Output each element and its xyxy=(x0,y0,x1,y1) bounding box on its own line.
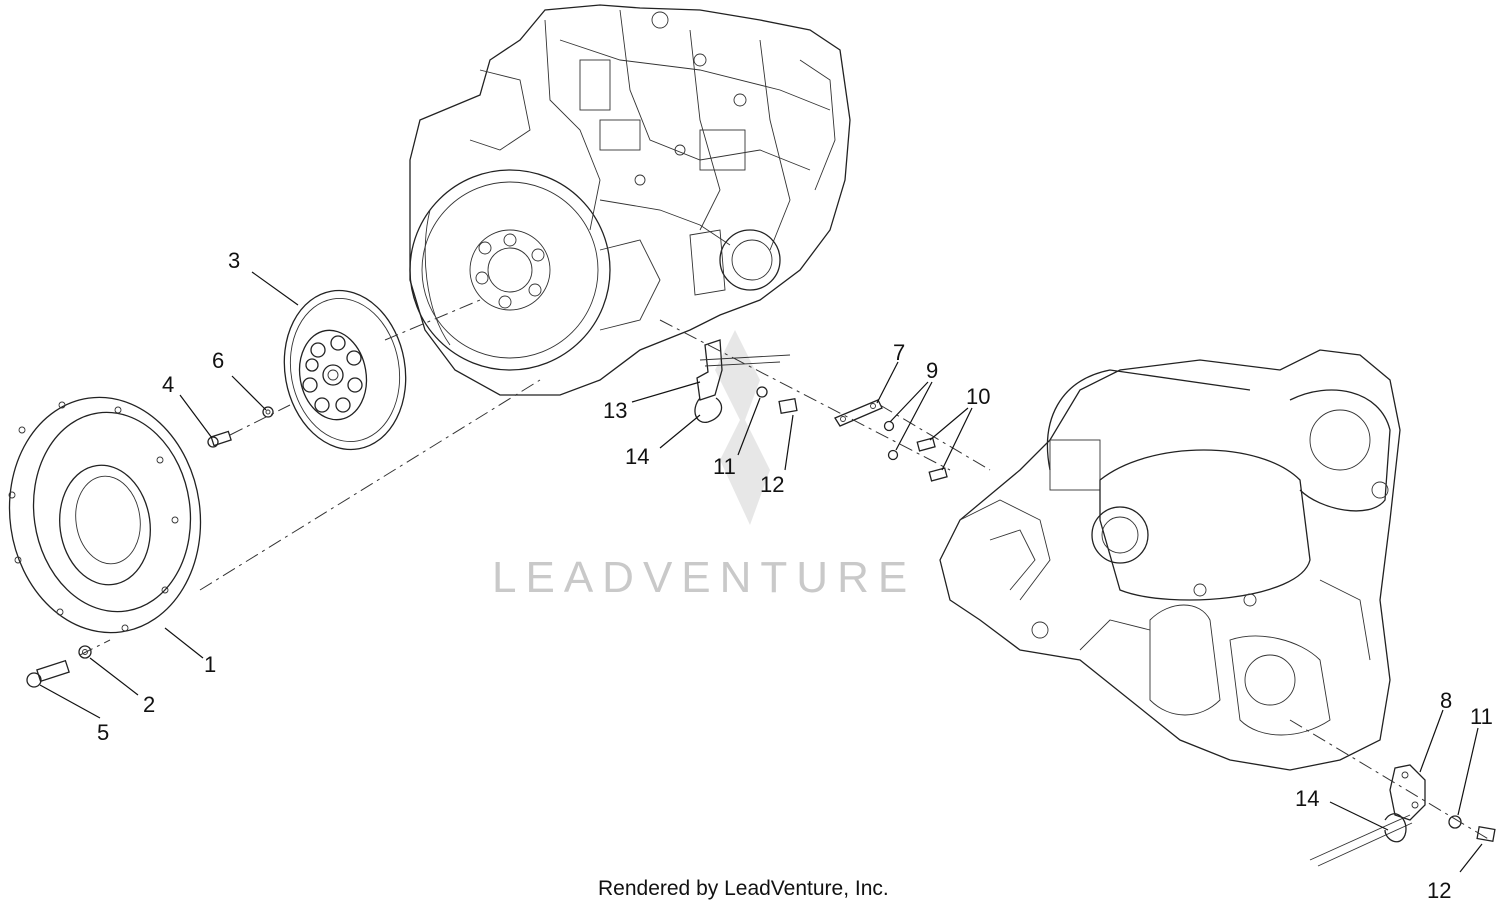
part-1-adapter-plate xyxy=(8,396,202,634)
callout-11-lower: 11 xyxy=(1470,704,1493,729)
callout-8-lower: 8 xyxy=(1440,688,1452,713)
callout-13: 13 xyxy=(603,398,627,423)
part-9-washers xyxy=(883,420,899,461)
engine-upper xyxy=(409,4,851,396)
callout-9: 9 xyxy=(926,358,938,383)
part-13-bracket xyxy=(696,339,791,401)
callout-14: 14 xyxy=(625,444,649,469)
rendered-by-credit: Rendered by LeadVenture, Inc. xyxy=(598,877,889,900)
assembly-centerlines xyxy=(79,299,1491,841)
engine-lower xyxy=(939,349,1401,771)
callout-14-lower: 14 xyxy=(1295,786,1319,811)
callout-6: 6 xyxy=(212,348,224,373)
callout-12: 12 xyxy=(760,472,784,497)
part-3-drive-disc xyxy=(283,289,407,451)
part-11-washer xyxy=(756,386,768,398)
callout-4: 4 xyxy=(162,372,174,397)
callout-3: 3 xyxy=(228,248,240,273)
callout-2: 2 xyxy=(143,692,155,717)
part-14-clip-lower xyxy=(1309,813,1413,867)
watermark-text: LEADVENTURE xyxy=(492,553,916,602)
callout-5: 5 xyxy=(97,720,109,745)
part-14-clip xyxy=(694,397,723,423)
leader-lines xyxy=(39,271,1483,873)
part-8-bracket xyxy=(1389,764,1426,821)
leadventure-watermark-logo xyxy=(715,330,770,525)
part-7-strap xyxy=(834,399,883,427)
callout-12-lower: 12 xyxy=(1427,878,1451,903)
part-4-bolt xyxy=(207,430,232,448)
callout-7: 7 xyxy=(893,340,905,365)
callout-11: 11 xyxy=(713,454,736,479)
part-5-bolt xyxy=(26,659,70,688)
part-12-bolt xyxy=(778,397,798,415)
part-6-washer xyxy=(262,406,274,418)
part-11-washer-lower xyxy=(1448,815,1462,829)
part-2-washer xyxy=(78,645,92,659)
callout-10: 10 xyxy=(966,384,990,409)
part-10-bolts xyxy=(916,437,948,482)
callout-1: 1 xyxy=(204,652,216,677)
